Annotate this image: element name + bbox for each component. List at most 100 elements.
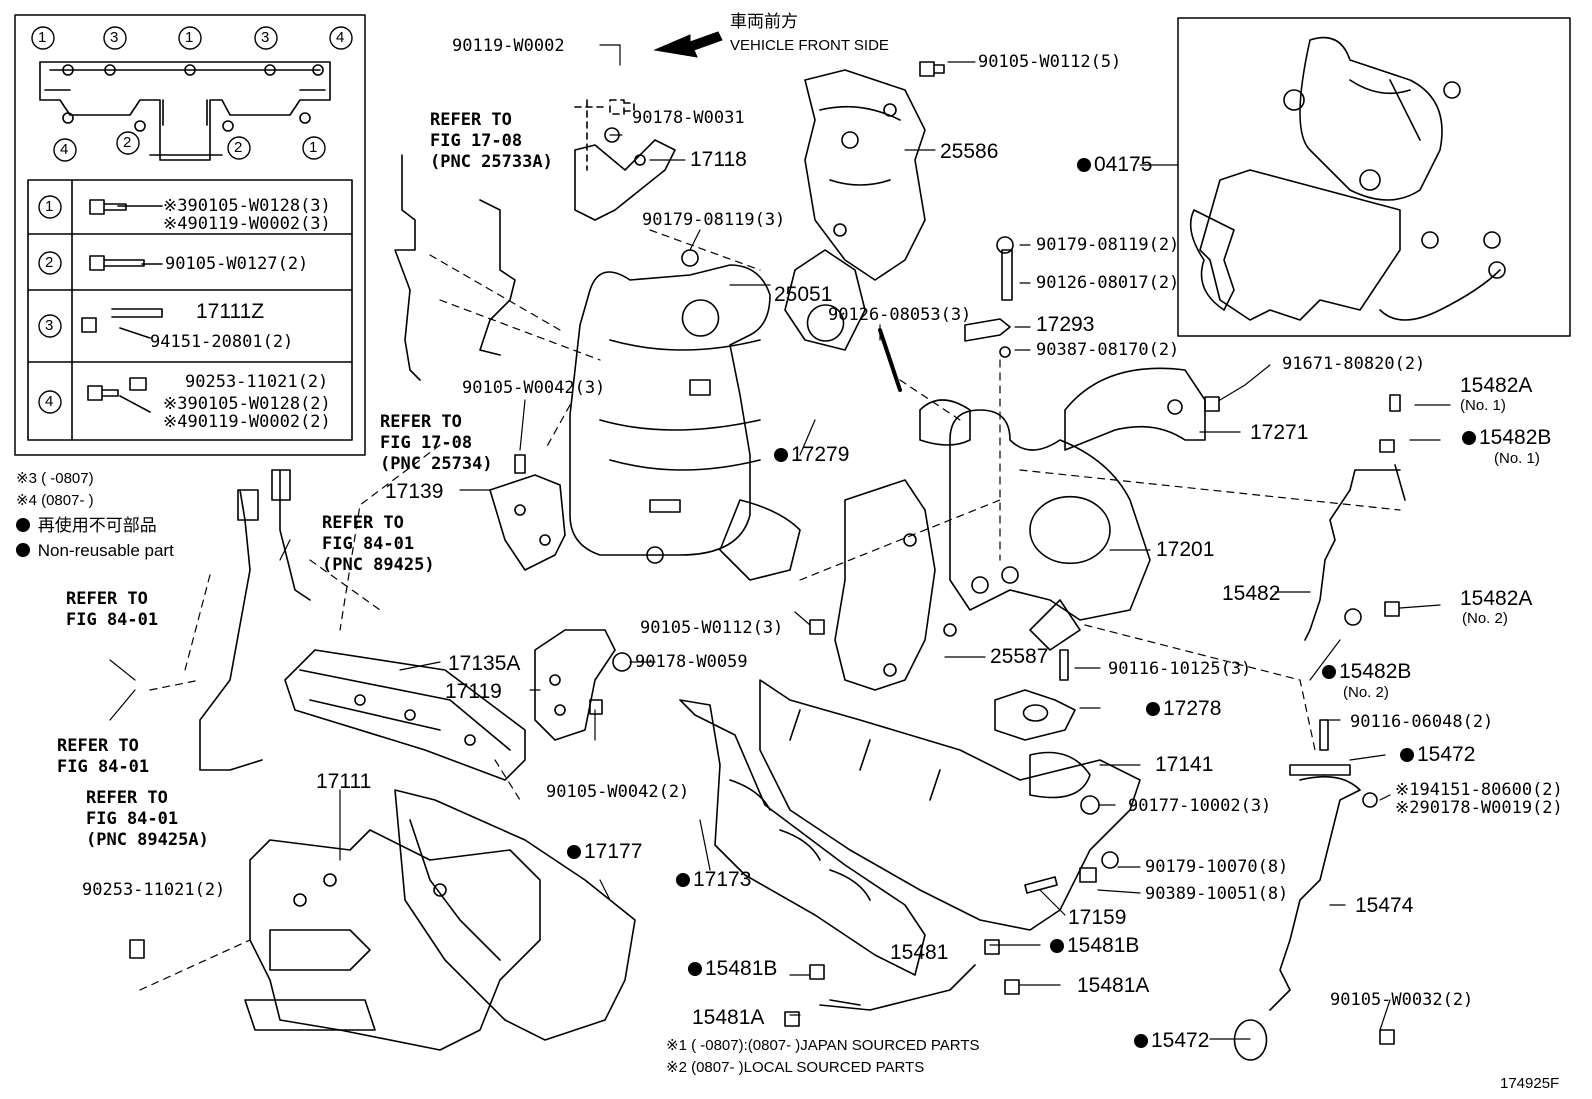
legend-nonreuse-jp-text: 再使用不可部品	[37, 516, 157, 535]
table-row-part: ※390105-W0128(3)	[163, 196, 331, 216]
part-label[interactable]: 15481	[890, 941, 949, 964]
refer-note[interactable]: (PNC 25734)	[380, 454, 493, 474]
part-label[interactable]: 15482B	[1462, 426, 1551, 450]
part-label[interactable]: 04175	[1077, 153, 1152, 177]
part-label[interactable]: 90179-08119(3)	[642, 210, 786, 230]
part-label[interactable]: 90126-08053(3)	[828, 305, 972, 325]
refer-note[interactable]: REFER TO	[322, 513, 404, 533]
refer-note[interactable]: FIG 84-01	[86, 809, 179, 829]
refer-note[interactable]: REFER TO	[430, 110, 512, 130]
part-label[interactable]: 15481A	[1077, 974, 1150, 997]
part-label[interactable]: 90177-10002(3)	[1128, 796, 1272, 816]
part-label[interactable]: 90253-11021(2)	[82, 880, 226, 900]
part-label[interactable]: 25587	[990, 645, 1049, 668]
nonreuse-marker-icon	[16, 518, 30, 532]
part-label[interactable]: 90179-10070(8)	[1145, 857, 1289, 877]
part-label[interactable]: 15482B	[1322, 660, 1411, 684]
part-label[interactable]: 17118	[690, 148, 747, 171]
part-label[interactable]: 15472	[1400, 743, 1475, 767]
legend-nonreuse-en: Non-reusable part	[16, 541, 174, 561]
part-label[interactable]: 90178-W0059	[635, 652, 748, 672]
part-label[interactable]: 17111	[316, 770, 372, 793]
part-label[interactable]: 90119-W0002	[452, 36, 565, 56]
nonreuse-marker-icon	[1146, 702, 1160, 716]
bracket-17119	[534, 629, 616, 741]
part-label[interactable]: 17279	[774, 443, 849, 467]
gasket-17279	[784, 249, 866, 351]
gasket-17278	[994, 689, 1076, 741]
part-label[interactable]: 17293	[1036, 313, 1095, 336]
part-label[interactable]: 90387-08170(2)	[1036, 340, 1180, 360]
part-label[interactable]: 17141	[1155, 753, 1214, 776]
inset-callout: 2	[234, 139, 243, 156]
refer-note[interactable]: REFER TO	[86, 788, 168, 808]
part-label[interactable]: 15472	[1134, 1029, 1209, 1053]
part-label[interactable]: 90105-W0042(2)	[546, 782, 690, 802]
part-label[interactable]: ※290178-W0019(2)	[1395, 798, 1563, 818]
part-qualifier: (No. 2)	[1343, 684, 1389, 701]
refer-note[interactable]: REFER TO	[57, 736, 139, 756]
part-label[interactable]: 15481B	[1050, 934, 1139, 958]
part-label[interactable]: 17201	[1156, 538, 1215, 561]
part-label[interactable]: 17119	[445, 680, 502, 703]
part-label[interactable]: 17139	[385, 480, 444, 503]
inset-04175-manifold	[1199, 169, 1401, 321]
part-label[interactable]: 17173	[676, 868, 751, 892]
part-label[interactable]: 91671-80820(2)	[1282, 354, 1426, 374]
nonreuse-marker-icon	[688, 962, 702, 976]
refer-note[interactable]: (PNC 25733A)	[430, 152, 553, 172]
part-label[interactable]: 17159	[1068, 906, 1127, 929]
part-label[interactable]: 25586	[940, 140, 999, 163]
part-label[interactable]: 17278	[1146, 697, 1221, 721]
table-row-number: 1	[45, 198, 54, 215]
legend-nonreuse-jp: 再使用不可部品	[16, 516, 157, 536]
pipe-15481	[819, 964, 976, 1011]
refer-note[interactable]: REFER TO	[66, 589, 148, 609]
part-label[interactable]: 15482A	[1460, 374, 1533, 397]
refer-note[interactable]: (PNC 89425)	[322, 555, 435, 575]
heat-shield-25587	[834, 479, 936, 691]
part-label[interactable]: 15474	[1355, 894, 1414, 917]
refer-note[interactable]: FIG 84-01	[322, 534, 415, 554]
gasket-17173	[679, 699, 926, 976]
refer-note[interactable]: FIG 17-08	[380, 433, 473, 453]
bracket-17139	[489, 474, 566, 571]
part-label[interactable]: 90105-W0112(3)	[640, 618, 784, 638]
refer-note[interactable]: (PNC 89425A)	[86, 830, 209, 850]
oil-pipe-15482	[1304, 469, 1401, 641]
part-label[interactable]: 90116-10125(3)	[1108, 659, 1252, 679]
table-row-part: 90253-11021(2)	[185, 372, 329, 392]
part-label[interactable]: 90105-W0042(3)	[462, 378, 606, 398]
part-label[interactable]: 15482	[1222, 582, 1281, 605]
table-row-part: ※490119-W0002(3)	[163, 214, 331, 234]
part-label[interactable]: 90105-W0032(2)	[1330, 990, 1474, 1010]
part-label[interactable]: 90105-W0112(5)	[978, 52, 1122, 72]
table-row-part: ※490119-W0002(2)	[163, 412, 331, 432]
part-label[interactable]: 17177	[567, 840, 642, 864]
sensor-wire-25733a	[394, 154, 421, 381]
part-label[interactable]: 90126-08017(2)	[1036, 273, 1180, 293]
footnote-1: ※1 ( -0807):(0807- )JAPAN SOURCED PARTS	[666, 1037, 980, 1054]
part-qualifier: (No. 1)	[1460, 397, 1506, 414]
part-label[interactable]: 15481A	[692, 1006, 765, 1029]
inset-callout: 1	[38, 29, 47, 46]
part-label[interactable]: 17271	[1250, 421, 1309, 444]
part-label[interactable]: 90178-W0031	[632, 108, 745, 128]
part-label[interactable]: 17135A	[448, 652, 521, 675]
fastener-table-grid	[27, 179, 353, 441]
part-label[interactable]: 25051	[774, 283, 833, 306]
nonreuse-marker-icon	[1400, 748, 1414, 762]
refer-note[interactable]: FIG 17-08	[430, 131, 523, 151]
part-label[interactable]: 90389-10051(8)	[1145, 884, 1289, 904]
refer-note[interactable]: FIG 84-01	[66, 610, 159, 630]
refer-note[interactable]: REFER TO	[380, 412, 462, 432]
part-label[interactable]: 15482A	[1460, 587, 1533, 610]
refer-note[interactable]: FIG 84-01	[57, 757, 150, 777]
table-row-part: 94151-20801(2)	[150, 332, 294, 352]
part-label[interactable]: 15481B	[688, 957, 777, 981]
nonreuse-marker-icon	[774, 448, 788, 462]
part-label[interactable]: ※194151-80600(2)	[1395, 780, 1563, 800]
part-label[interactable]: 90116-06048(2)	[1350, 712, 1494, 732]
part-label[interactable]: 90179-08119(2)	[1036, 235, 1180, 255]
oil-return-15474	[1269, 775, 1361, 1011]
